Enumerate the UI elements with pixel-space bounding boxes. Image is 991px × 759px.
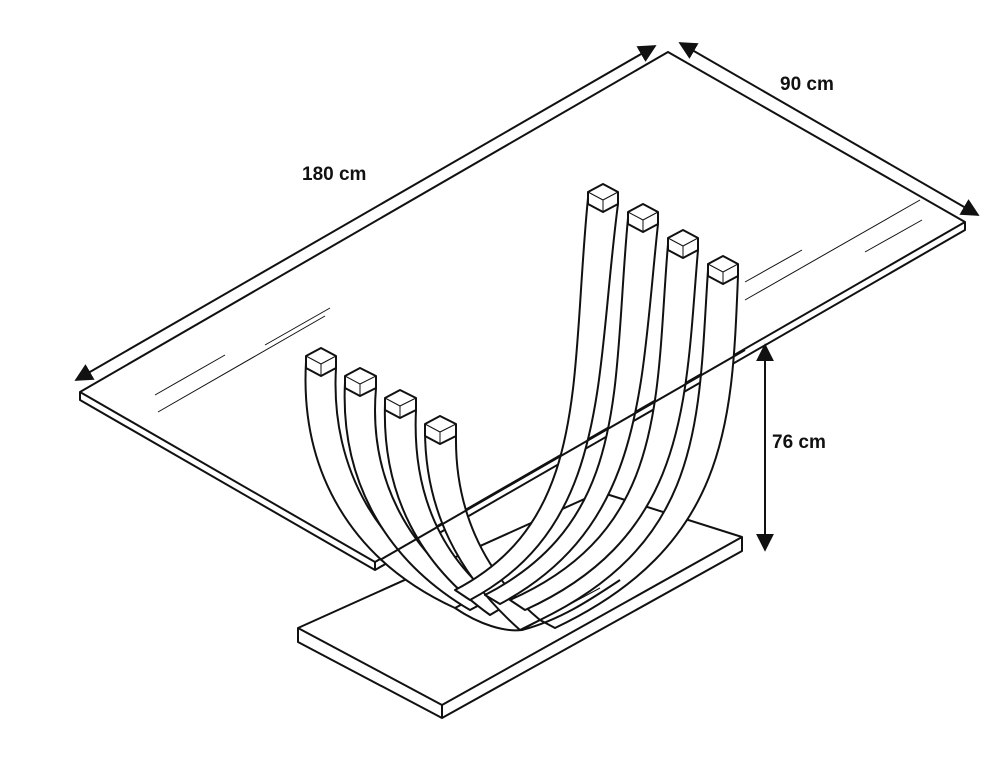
dimension-height: 76 cm bbox=[756, 343, 826, 552]
glass-front-edge bbox=[379, 349, 746, 561]
width-arrow bbox=[678, 42, 980, 216]
glass-tabletop bbox=[79, 51, 966, 571]
length-arrow bbox=[74, 45, 657, 381]
rib-right-4 bbox=[539, 269, 739, 629]
dimension-length: 180 cm bbox=[74, 45, 657, 381]
dimension-width: 90 cm bbox=[678, 42, 980, 216]
rib-left-4 bbox=[424, 429, 541, 631]
rib-left-3 bbox=[383, 403, 506, 616]
height-label: 76 cm bbox=[772, 432, 826, 453]
width-label: 90 cm bbox=[780, 74, 834, 95]
length-label: 180 cm bbox=[302, 164, 366, 185]
rib-right-3 bbox=[509, 243, 699, 611]
